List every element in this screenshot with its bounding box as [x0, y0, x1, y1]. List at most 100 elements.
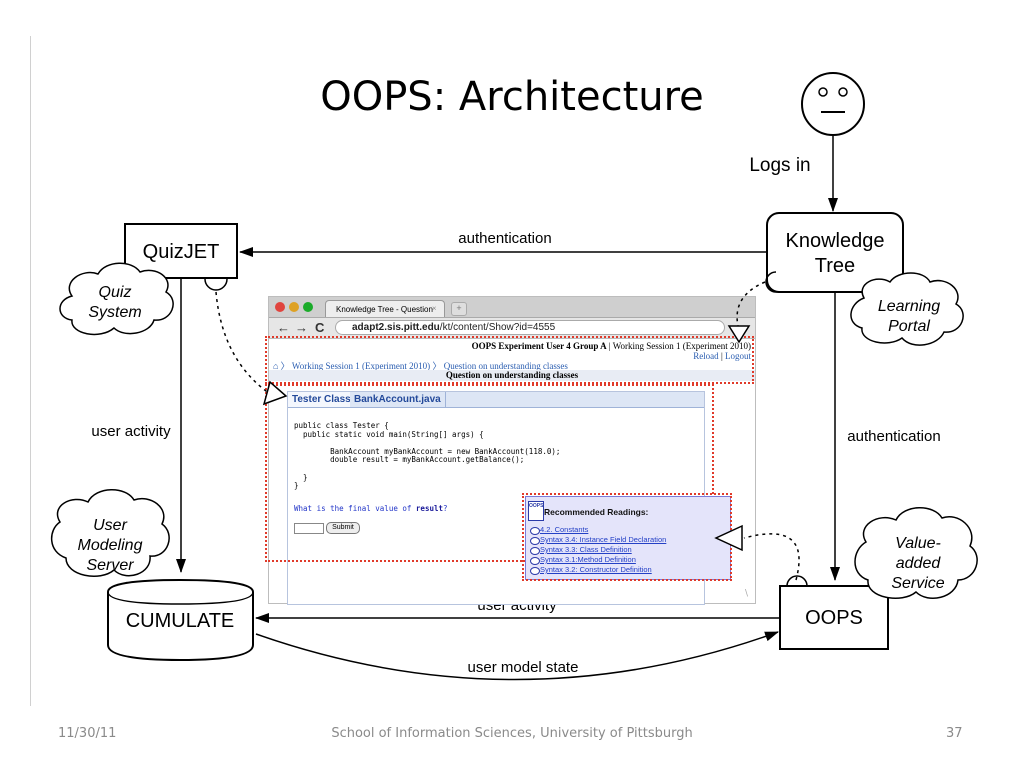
user-model-state-label: user model state — [468, 659, 579, 676]
reading-link[interactable]: Syntax 3.4: Instance Field Declaration — [540, 535, 667, 544]
value-added-label-3: Service — [891, 575, 944, 592]
kt-connector-head-icon — [727, 325, 751, 344]
new-tab-button[interactable]: + — [451, 302, 467, 316]
kt-header: OOPS Experiment User 4 Group A | Working… — [471, 341, 751, 361]
question-variable: result — [415, 504, 444, 513]
code-tabs: Tester Class BankAccount.java — [288, 392, 704, 408]
learning-portal-cloud — [850, 272, 964, 346]
oops-connector — [743, 533, 800, 581]
code-line: public class Tester { — [294, 421, 389, 430]
close-window-icon[interactable] — [275, 302, 285, 312]
reading-link[interactable]: Syntax 3.1:Method Definition — [540, 555, 636, 564]
quizjet-connector — [215, 291, 271, 395]
user-modeling-server-cloud — [51, 489, 170, 577]
code-line: public static void main(String[] args) { — [294, 429, 484, 439]
logout-link[interactable]: Logout — [725, 351, 751, 361]
forward-arrow-icon[interactable]: → — [295, 320, 308, 335]
minimize-window-icon[interactable] — [289, 302, 299, 312]
value-added-service-cloud — [854, 507, 978, 599]
learning-portal-label-1: Learning — [878, 298, 940, 315]
oops-connector-head-icon — [714, 524, 743, 552]
user-modeling-label-1: User — [93, 517, 127, 534]
maximize-window-icon[interactable] — [303, 302, 313, 312]
kt-connector — [736, 281, 766, 327]
quiz-system-label-2: System — [88, 304, 141, 321]
quiz-highlight-frame — [265, 384, 714, 562]
url-path: /kt/content/Show?id=4555 — [439, 322, 556, 333]
oops-node — [779, 585, 889, 650]
quizjet-label: QuizJET — [143, 241, 220, 263]
answer-input[interactable] — [294, 523, 324, 534]
page-number: 37 — [946, 726, 963, 741]
breadcrumb-question[interactable]: Question on understanding classes — [443, 361, 568, 371]
code-line: } — [294, 472, 308, 482]
tab-bankaccount[interactable]: BankAccount.java — [350, 392, 446, 407]
reload-icon[interactable]: C — [315, 320, 325, 335]
reading-link[interactable]: Syntax 3.2: Constructor Definition — [540, 565, 652, 574]
reading-icon — [530, 557, 540, 565]
quiz-system-label-1: Quiz — [99, 284, 132, 301]
knowledge-tree-label-1: Knowledge — [786, 230, 885, 252]
browser-tab[interactable]: Knowledge Tree - Question — [325, 300, 445, 317]
address-bar[interactable]: adapt2.sis.pitt.edu/kt/content/Show?id=4… — [335, 320, 725, 335]
cumulate-label: CUMULATE — [126, 610, 235, 632]
quiz-system-cloud — [59, 262, 174, 336]
slide-left-rule — [30, 36, 31, 706]
user-activity-left-label: user activity — [91, 423, 171, 440]
code-line: double result = myBankAccount.getBalance… — [294, 455, 525, 465]
breadcrumb-session[interactable]: Working Session 1 (Experiment 2010) — [291, 361, 431, 371]
submit-button[interactable]: Submit — [326, 522, 360, 534]
auth-top-label: authentication — [458, 230, 551, 247]
quizjet-node — [124, 223, 238, 279]
reading-icon — [530, 527, 540, 535]
tab-close-icon[interactable]: × — [432, 304, 437, 313]
url-host: adapt2.sis.pitt.edu — [352, 322, 440, 333]
value-added-label-2: added — [896, 555, 942, 572]
code-line: BankAccount myBankAccount = new BankAcco… — [294, 446, 561, 456]
knowledge-tree-label-2: Tree — [815, 255, 855, 277]
experiment-user: OOPS Experiment User 4 Group A — [471, 341, 607, 351]
breadcrumb: ⌂ 〉 Working Session 1 (Experiment 2010) … — [273, 361, 568, 371]
auth-right-label: authentication — [847, 428, 940, 445]
question-title: Question on understanding classes — [269, 370, 755, 381]
header-highlight-frame — [265, 336, 754, 384]
quizjet-connector-head-icon — [262, 380, 288, 406]
quizjet-socket-icon — [204, 278, 228, 291]
slide-title: OOPS: Architecture — [320, 74, 704, 120]
footer-date: 11/30/11 — [58, 726, 117, 741]
reading-link[interactable]: Syntax 3.3: Class Definition — [540, 545, 632, 554]
value-added-label-1: Value- — [895, 535, 941, 552]
session-name: Working Session 1 (Experiment 2010) — [612, 341, 751, 351]
resize-grip-icon[interactable]: ∖ — [743, 588, 749, 598]
cumulate-node — [107, 578, 254, 662]
footer-center: School of Information Sciences, Universi… — [331, 726, 693, 741]
reload-link[interactable]: Reload — [693, 351, 719, 361]
logs-in-label: Logs in — [749, 155, 810, 176]
user-model-state-arrow — [255, 631, 779, 681]
back-arrow-icon[interactable]: ← — [277, 320, 290, 335]
user-modeling-label-3: Server — [86, 557, 134, 574]
reading-icon — [530, 537, 540, 545]
knowledge-tree-socket-icon — [765, 271, 777, 293]
question-prefix: What is the final value of — [294, 504, 416, 513]
user-modeling-label-2: Modeling — [78, 537, 143, 554]
reading-link[interactable]: 4.2. Constants — [540, 525, 589, 534]
browser-titlebar: Knowledge Tree - Question × + — [269, 297, 755, 318]
reading-icon — [530, 547, 540, 555]
oops-label: OOPS — [805, 607, 863, 629]
home-icon[interactable]: ⌂ — [273, 361, 279, 371]
reading-icon — [530, 567, 540, 575]
quiz-question: What is the final value of result? — [294, 504, 448, 513]
code-line: } — [294, 481, 299, 491]
browser-toolbar: ← → C adapt2.sis.pitt.edu/kt/content/Sho… — [269, 318, 755, 339]
question-suffix: ? — [443, 504, 448, 513]
oops-logo-icon: OOPS — [528, 501, 544, 521]
readings-heading: Recommended Readings: — [544, 507, 649, 517]
user-face-icon — [801, 72, 865, 136]
learning-portal-label-2: Portal — [888, 318, 930, 335]
code-listing: public class Tester { public static void… — [294, 421, 561, 491]
recommended-readings-panel: OOPS Recommended Readings: 4.2. Constant… — [525, 496, 731, 580]
oops-socket-icon — [786, 575, 808, 587]
